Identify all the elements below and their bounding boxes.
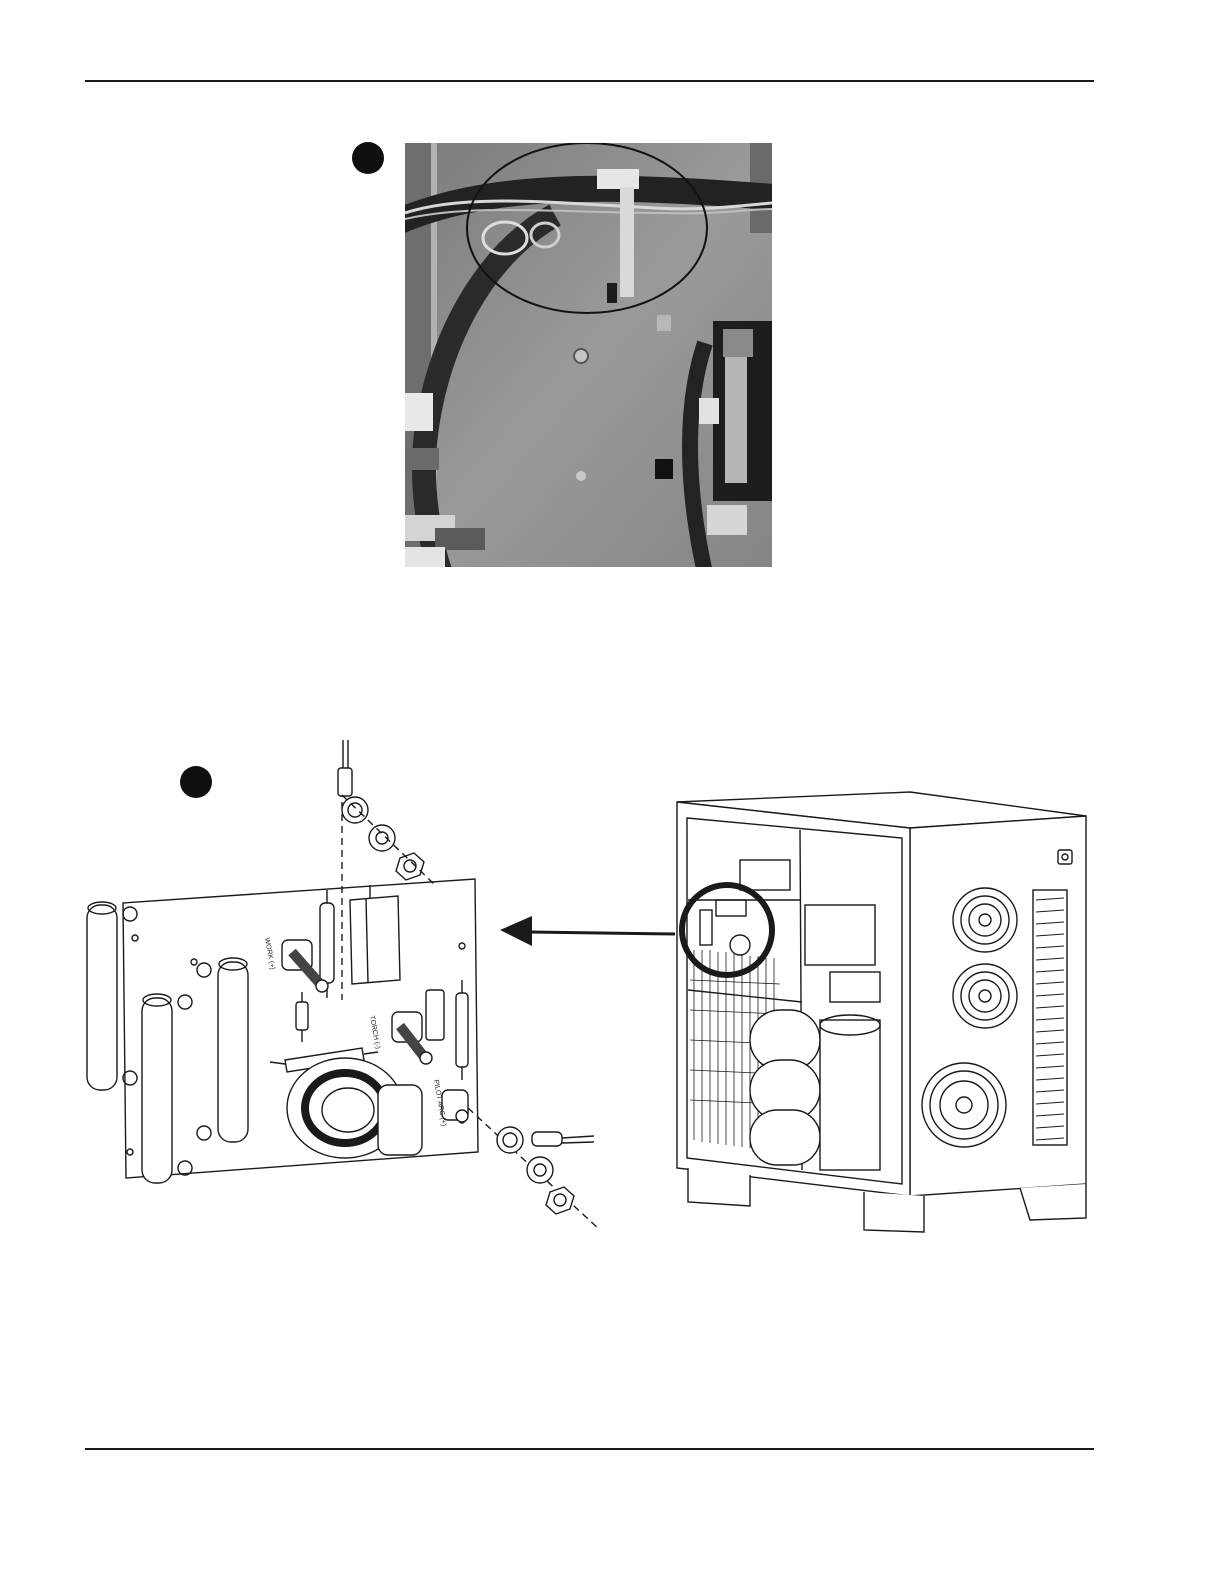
exploded-view-illustration: WORK (+) TORCH (-) PILOT ARC (+): [60, 740, 1120, 1240]
footer-rule: [85, 1448, 1094, 1450]
step-marker-1: [352, 142, 384, 174]
header-rule: [85, 80, 1094, 82]
cable-tie-photo: [405, 143, 772, 567]
pcb-and-power-supply-diagram: WORK (+) TORCH (-) PILOT ARC (+): [60, 740, 1120, 1240]
cable-tie-photo-illustration: [405, 143, 772, 567]
